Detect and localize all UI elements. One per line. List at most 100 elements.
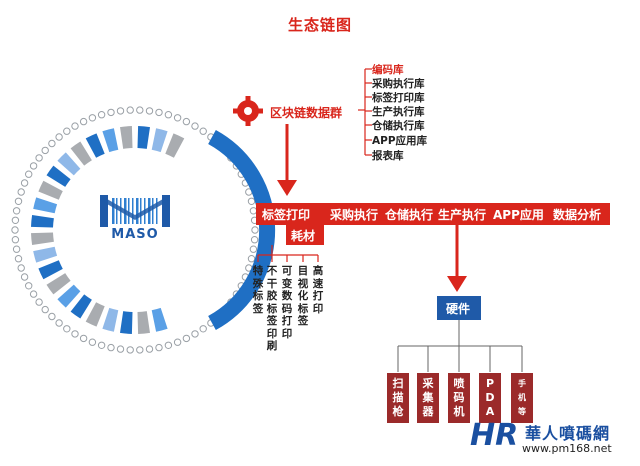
ring-dot	[14, 197, 23, 206]
ring-dot	[145, 107, 154, 115]
ring-dot	[11, 226, 19, 234]
ring-dot	[12, 207, 21, 215]
library-item: 仓储执行库	[372, 120, 425, 132]
consumable-item: 不干胶标签印刷	[266, 265, 278, 352]
function-item: 仓储执行	[385, 208, 434, 222]
gear-icon	[233, 96, 263, 126]
barcode-bar	[116, 198, 118, 224]
consumables-tab	[286, 225, 324, 245]
ring-dot	[35, 154, 43, 162]
ring-segment	[102, 128, 119, 153]
ring-dot	[25, 170, 33, 178]
ring-segment	[151, 128, 168, 153]
ring-dot	[55, 319, 63, 327]
ring-dot	[191, 330, 199, 338]
ring-dot	[164, 341, 173, 349]
ring-dot	[249, 245, 258, 253]
ring-dot	[79, 334, 88, 343]
ring-dot	[251, 226, 259, 234]
ring-segment	[31, 232, 54, 245]
barcode-bar	[132, 198, 134, 224]
library-bracket	[358, 68, 372, 156]
ring-dot	[79, 117, 88, 126]
hardware-item: 喷码机	[448, 373, 470, 423]
block-cluster-label: 区块链数据群	[270, 106, 343, 120]
ring-segment	[165, 133, 185, 158]
function-item: APP应用	[493, 208, 544, 222]
ring-dot	[145, 345, 154, 353]
ring-dot	[247, 197, 256, 206]
ring-segment	[120, 126, 133, 149]
ring-segment	[46, 273, 71, 295]
ring-dot	[71, 330, 79, 338]
barcode-bar	[128, 198, 130, 224]
watermark-logo: HR	[470, 418, 519, 453]
ring-dot	[182, 117, 191, 126]
library-item: 采购执行库	[372, 78, 425, 90]
ring-dot	[88, 114, 97, 122]
ring-dot	[97, 111, 106, 119]
ring-dot	[173, 338, 182, 346]
ring-dot	[20, 179, 29, 187]
ring-segment	[151, 307, 168, 332]
ring-segment	[57, 152, 81, 176]
barcode-bar	[156, 198, 158, 224]
function-item: 标签打印	[262, 208, 311, 222]
hardware-tree	[397, 320, 523, 372]
hardware-item: PDA	[479, 373, 501, 423]
ring-segment	[120, 311, 133, 334]
barcode-bar	[140, 198, 142, 224]
ring-dot	[173, 114, 182, 122]
ring-dot	[63, 325, 71, 333]
ring-segment	[137, 311, 150, 334]
hardware-item: 手机等	[511, 373, 533, 423]
hardware-label: 硬件	[446, 302, 471, 316]
ring-dot	[97, 341, 106, 349]
diagram-title: 生态链图	[287, 16, 352, 34]
ring-dot	[11, 236, 20, 244]
ring-dot	[164, 111, 173, 119]
segment-ring	[31, 126, 185, 334]
ring-dot	[14, 255, 23, 263]
ring-dot	[247, 255, 256, 263]
hardware-box	[437, 296, 481, 320]
ring-dot	[250, 236, 259, 244]
consumable-item: 高速打印	[312, 265, 324, 315]
consumable-item: 特殊标签	[252, 265, 264, 315]
watermark-name: 華人噴碼網	[525, 424, 611, 443]
ring-dot	[17, 264, 25, 272]
function-bar	[256, 203, 610, 225]
ring-dot	[199, 325, 207, 333]
ring-segment	[137, 126, 150, 149]
library-item: 报表库	[372, 150, 404, 162]
ring-dot	[63, 127, 71, 135]
ring-dot	[107, 343, 115, 352]
ring-dot	[155, 343, 163, 352]
library-item: 生产执行库	[372, 106, 425, 118]
ring-segment	[38, 260, 63, 280]
library-item: 编码库	[372, 64, 404, 76]
ring-dot	[116, 107, 125, 115]
ring-dot	[182, 334, 191, 343]
ring-dot	[155, 108, 163, 117]
ring-dot	[88, 338, 97, 346]
hardware-item: 扫描枪	[387, 373, 409, 423]
platform-name: 码尚智汇链数据管理平台	[65, 258, 209, 273]
function-item: 生产执行	[438, 208, 487, 222]
ring-segment	[70, 141, 92, 166]
ring-dot	[25, 282, 33, 290]
ring-segment	[33, 197, 58, 214]
function-item: 采购执行	[330, 208, 379, 222]
ring-dot	[126, 346, 134, 354]
barcode-bar	[136, 198, 139, 224]
ring-dot	[29, 162, 38, 170]
ring-segment	[85, 133, 105, 158]
consumables-label: 耗材	[291, 229, 316, 243]
watermark-url: www.pm168.net	[522, 442, 612, 455]
ring-segment	[38, 180, 63, 200]
hardware-item: 采集器	[417, 373, 439, 423]
ring-segment	[70, 294, 92, 319]
ring-dot	[116, 345, 125, 353]
ring-dot	[48, 139, 56, 148]
